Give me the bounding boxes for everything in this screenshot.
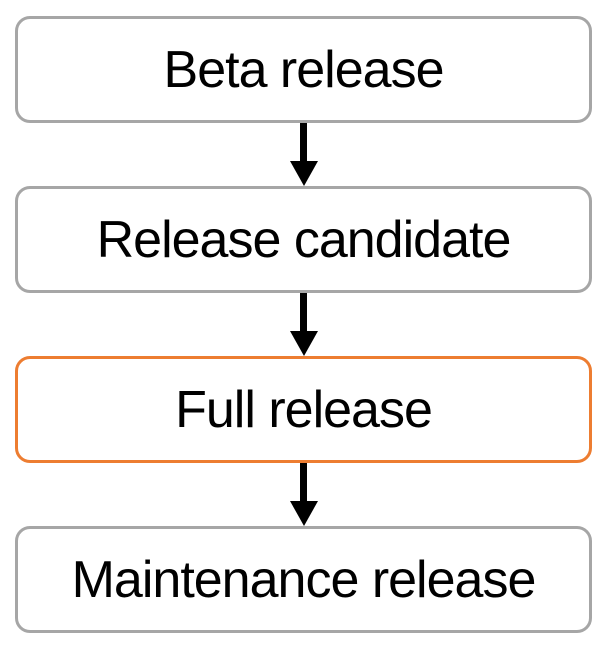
node-full-release-label: Full release (175, 380, 433, 439)
node-maintenance-release-label: Maintenance release (71, 550, 537, 609)
arrow-connector-2 (15, 293, 592, 356)
node-release-candidate: Release candidate (15, 186, 592, 293)
arrow-shaft (300, 463, 307, 501)
arrow-down-icon (289, 501, 318, 526)
arrow-shaft (300, 293, 307, 331)
node-maintenance-release: Maintenance release (15, 526, 592, 633)
node-beta-release-label: Beta release (163, 40, 445, 99)
arrow-connector-1 (15, 123, 592, 186)
arrow-connector-3 (15, 463, 592, 526)
node-beta-release: Beta release (15, 16, 592, 123)
node-full-release: Full release (15, 356, 592, 463)
arrow-down-icon (289, 331, 318, 356)
arrow-down-icon (289, 161, 318, 186)
arrow-shaft (300, 123, 307, 161)
node-release-candidate-label: Release candidate (96, 210, 512, 269)
